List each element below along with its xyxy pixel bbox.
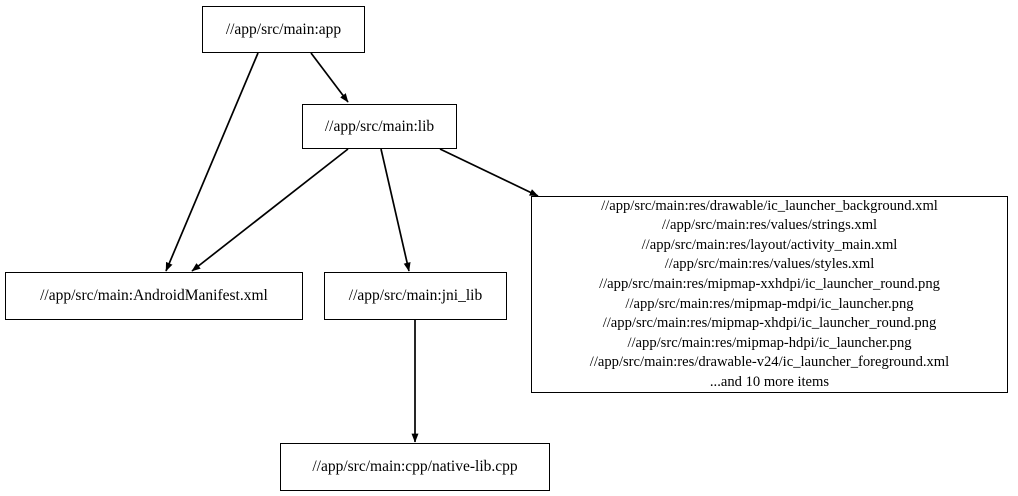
graph-node-android-manifest[interactable]: //app/src/main:AndroidManifest.xml [5, 272, 303, 320]
graph-node-res-group[interactable]: //app/src/main:res/drawable/ic_launcher_… [531, 196, 1008, 393]
edge-app-to-manifest [165, 52, 259, 272]
graph-node-android-manifest-label: //app/src/main:AndroidManifest.xml [40, 287, 268, 305]
edge-lib-to-manifest [191, 148, 349, 272]
graph-node-jni-lib[interactable]: //app/src/main:jni_lib [324, 272, 507, 320]
edge-lib-to-jni-lib [380, 148, 411, 272]
edge-app-to-lib [310, 52, 349, 103]
graph-node-app-label: //app/src/main:app [225, 20, 342, 38]
graph-node-res-group-label: //app/src/main:res/drawable/ic_launcher_… [589, 197, 950, 390]
graph-node-native-lib-cpp-label: //app/src/main:cpp/native-lib.cpp [312, 458, 518, 476]
graph-node-native-lib-cpp[interactable]: //app/src/main:cpp/native-lib.cpp [280, 443, 550, 491]
graph-node-lib-label: //app/src/main:lib [324, 117, 435, 135]
graph-node-app[interactable]: //app/src/main:app [202, 6, 365, 53]
edge-lib-to-res [439, 148, 539, 197]
graph-node-jni-lib-label: //app/src/main:jni_lib [348, 287, 483, 305]
graph-node-lib[interactable]: //app/src/main:lib [302, 104, 457, 149]
